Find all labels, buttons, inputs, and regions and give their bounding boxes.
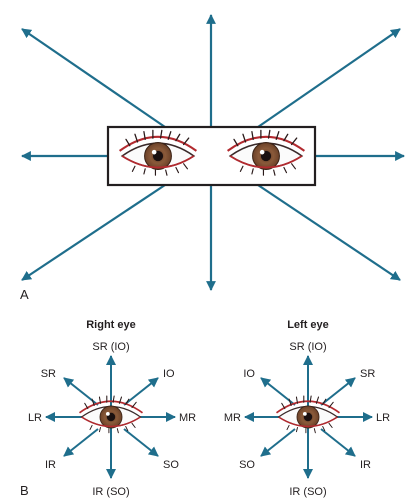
right-eye-label-up-left: SR: [41, 368, 56, 380]
left-eye-label-down-right: IR: [360, 459, 371, 471]
left-eye-label-down: IR (SO): [289, 486, 326, 498]
arrow-r-up-right: [123, 377, 159, 406]
right-eye-label-left: LR: [28, 412, 42, 424]
arrow-a-up-right: [257, 28, 401, 128]
arrow-l-down-left: [260, 428, 296, 457]
arrow-a-up-left: [21, 28, 166, 128]
left-eye-label-up-right: SR: [360, 368, 375, 380]
arrow-l-up-right: [320, 377, 356, 406]
arrow-l-down-right: [320, 428, 356, 457]
right-eye-title: Right eye: [86, 319, 136, 331]
left-eye-label-down-left: SO: [239, 459, 255, 471]
arrow-r-down-left: [63, 428, 99, 457]
left-eye-label-up-left: IO: [243, 368, 255, 380]
right-eye-label-up: SR (IO): [92, 341, 129, 353]
left-eye-label-left: MR: [224, 412, 241, 424]
right-eye-label-down-left: IR: [45, 459, 56, 471]
panel-a-label: A: [20, 287, 29, 302]
arrow-a-down-left: [21, 184, 166, 281]
panel-a-arrows: [21, 14, 405, 291]
left-eye-small-illustration: [275, 395, 341, 434]
right-eye-small-illustration: [78, 395, 144, 434]
panel-a: A: [20, 14, 405, 302]
right-eye-label-down-right: SO: [163, 459, 179, 471]
arrow-r-down-right: [123, 428, 159, 457]
panel-b-label: B: [20, 483, 29, 498]
left-eye-label-up: SR (IO): [289, 341, 326, 353]
right-eye-label-down: IR (SO): [92, 486, 129, 498]
right-eye-label-up-right: IO: [163, 368, 175, 380]
left-eye-title: Left eye: [287, 319, 329, 331]
right-eye-label-right: MR: [179, 412, 196, 424]
panel-b-left-eye: Left eye SR (IO) IR (SO) MR LR IO SR SO …: [224, 319, 390, 498]
left-eye-label-right: LR: [376, 412, 390, 424]
panel-b-right-eye: Right eye SR (IO) IR (SO) LR MR SR IO IR…: [28, 319, 196, 498]
arrow-a-down-right: [257, 184, 401, 281]
